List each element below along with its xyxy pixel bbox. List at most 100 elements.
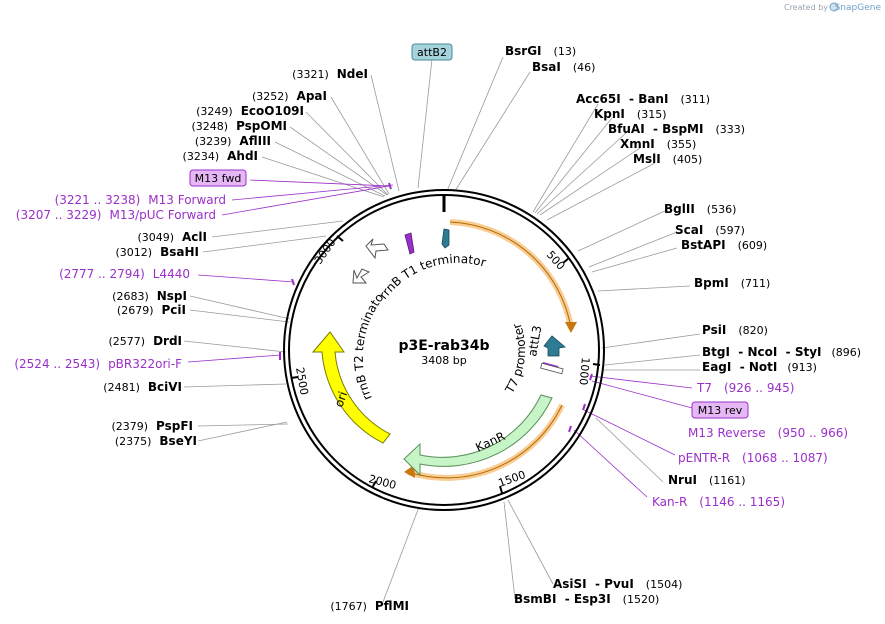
svg-text:AsiSI - PvuI(1504): AsiSI - PvuI (1504)	[553, 577, 682, 591]
enzyme-name[interactable]: AclI	[182, 230, 207, 244]
enzyme-name[interactable]: NruI	[668, 473, 697, 487]
enzyme-name[interactable]: BfuAI - BspMI	[608, 122, 703, 136]
svg-text:(3049)AclI: (3049) AclI	[137, 230, 207, 244]
enzyme-position: (2379)	[111, 420, 148, 433]
svg-text:ScaI(597): ScaI(597)	[675, 223, 745, 237]
primer-range: (2777 .. 2794)	[59, 267, 145, 281]
primer-name[interactable]: L4440	[153, 267, 190, 281]
enzyme-name[interactable]: NdeI	[337, 67, 368, 81]
enzyme-name[interactable]: EcoO109I	[241, 104, 304, 118]
svg-text:EagI - NotI(913): EagI - NotI(913)	[702, 360, 817, 374]
attb2-site[interactable]	[441, 228, 450, 249]
svg-text:XmnI(355): XmnI(355)	[620, 137, 696, 151]
enzyme-position: (3321)	[292, 68, 329, 81]
svg-text:BsmBI - Esp3I(1520): BsmBI - Esp3I (1520)	[514, 592, 659, 606]
enzyme-name[interactable]: BtgI - NcoI - StyI	[702, 345, 822, 359]
watermark-created-by: Created by	[784, 3, 828, 12]
enzyme-name[interactable]: PflMI	[375, 599, 409, 613]
primer-name[interactable]: M13 Reverse	[688, 426, 766, 440]
enzyme-name[interactable]: Acc65I - BanI	[576, 92, 668, 106]
svg-text:BsrGI(13): BsrGI(13)	[505, 44, 576, 58]
enzyme-name[interactable]: BglII	[664, 202, 695, 216]
svg-text:(3239)AflIII: (3239)AflIII	[195, 134, 271, 148]
svg-text:NruI(1161): NruI(1161)	[668, 473, 746, 487]
insert-arc-bottom-arrowhead	[404, 465, 415, 478]
enzyme-position: (3049)	[137, 231, 174, 244]
tick-label-2500: 2500	[293, 366, 311, 396]
rrnb-t2-terminator-arrow-icon[interactable]	[352, 268, 371, 284]
svg-text:BstAPI(609): BstAPI (609)	[681, 238, 767, 252]
primer-name[interactable]: T7	[696, 381, 712, 395]
enzyme-position: (1504)	[646, 578, 683, 591]
primer-site-ticks	[279, 182, 593, 433]
enzyme-position: (896)	[832, 346, 862, 359]
enzyme-name[interactable]: BsmBI - Esp3I	[514, 592, 611, 606]
enzyme-name[interactable]: PsiI	[702, 323, 726, 337]
enzyme-name[interactable]: MslI	[633, 152, 661, 166]
watermark-brand: SnapGene	[835, 3, 882, 13]
m13-rev-box[interactable]	[691, 401, 749, 419]
enzyme-position: (3252)	[252, 90, 289, 103]
enzyme-position: (315)	[637, 108, 667, 121]
enzyme-name[interactable]: AsiSI - PvuI	[553, 577, 634, 591]
primer-range: (1068 .. 1087)	[742, 451, 828, 465]
enzyme-position: (3249)	[196, 105, 233, 118]
enzyme-name[interactable]: PspOMI	[236, 119, 287, 133]
attl3-site-arrow-icon[interactable]	[543, 335, 566, 357]
primer-name[interactable]: M13/pUC Forward	[109, 208, 216, 222]
m13-fwd-box[interactable]	[189, 169, 247, 187]
enzyme-name[interactable]: BstAPI	[681, 238, 726, 252]
primer-name[interactable]: M13 Forward	[148, 193, 226, 207]
primer-name[interactable]: Kan-R	[652, 495, 687, 509]
enzyme-name[interactable]: BsrGI	[505, 44, 542, 58]
svg-text:(2777 .. 2794)L4440: (2777 .. 2794) L4440	[59, 267, 190, 281]
enzyme-name[interactable]: ApaI	[297, 89, 327, 103]
m13-fwd-primer-site[interactable]	[404, 232, 415, 255]
enzyme-name[interactable]: EagI - NotI	[702, 360, 777, 374]
enzyme-name[interactable]: PciI	[162, 303, 187, 317]
ori-feature[interactable]	[311, 331, 391, 444]
svg-text:(2481)BciVI: (2481)BciVI	[103, 380, 182, 394]
svg-text:BsaI(46): BsaI(46)	[532, 60, 595, 74]
ori-label: ori	[332, 390, 350, 409]
enzyme-name[interactable]: ScaI	[675, 223, 703, 237]
enzyme-position: (311)	[680, 93, 710, 106]
svg-text:(2379)PspFI: (2379) PspFI	[111, 419, 193, 433]
enzyme-name[interactable]: DrdI	[153, 334, 182, 348]
t7-promoter-arrow-icon	[540, 362, 564, 375]
primer-name[interactable]: pENTR-R	[678, 451, 730, 465]
primer-name[interactable]: pBR322ori-F	[108, 357, 182, 371]
enzyme-position: (1520)	[623, 593, 660, 606]
enzyme-position: (711)	[741, 277, 771, 290]
enzyme-name[interactable]: BpmI	[694, 276, 729, 290]
enzyme-name[interactable]: BseYI	[159, 434, 197, 448]
enzyme-name[interactable]: NspI	[157, 289, 187, 303]
enzyme-position: (1767)	[330, 600, 367, 613]
svg-text:T7(926 .. 945): T7(926 .. 945)	[696, 381, 794, 395]
insert-arc-arrowhead	[565, 322, 577, 333]
attb2-box[interactable]	[411, 43, 453, 61]
svg-text:Kan-R(1146 .. 1165): Kan-R(1146 .. 1165)	[652, 495, 785, 509]
enzyme-name[interactable]: PspFI	[156, 419, 193, 433]
kanr-feature[interactable]	[403, 394, 553, 477]
enzyme-position: (536)	[707, 203, 737, 216]
enzyme-name[interactable]: XmnI	[620, 137, 655, 151]
enzyme-name[interactable]: KpnI	[594, 107, 625, 121]
svg-text:(3012)BsaHI: (3012)BsaHI	[116, 245, 199, 259]
enzyme-position: (2683)	[112, 290, 149, 303]
enzyme-name[interactable]: AflIII	[239, 134, 271, 148]
tick-label-1000: 1000	[577, 357, 592, 386]
m13-fwd-box-label: M13 fwd	[195, 172, 242, 185]
enzyme-name[interactable]: BsaHI	[160, 245, 199, 259]
leader-lines	[183, 56, 701, 603]
svg-text:(1767)PflMI: (1767) PflMI	[330, 599, 409, 613]
enzyme-position: (609)	[738, 239, 768, 252]
enzyme-name[interactable]: AhdI	[227, 149, 258, 163]
enzyme-position: (3248)	[191, 120, 228, 133]
svg-text:(2577)DrdI: (2577)DrdI	[108, 334, 182, 348]
rrnb-t1-terminator-arrow-icon[interactable]	[365, 238, 389, 260]
t7-promoter-label: T7 promoter	[502, 321, 528, 396]
enzyme-name[interactable]: BciVI	[148, 380, 182, 394]
enzyme-name[interactable]: BsaI	[532, 60, 561, 74]
